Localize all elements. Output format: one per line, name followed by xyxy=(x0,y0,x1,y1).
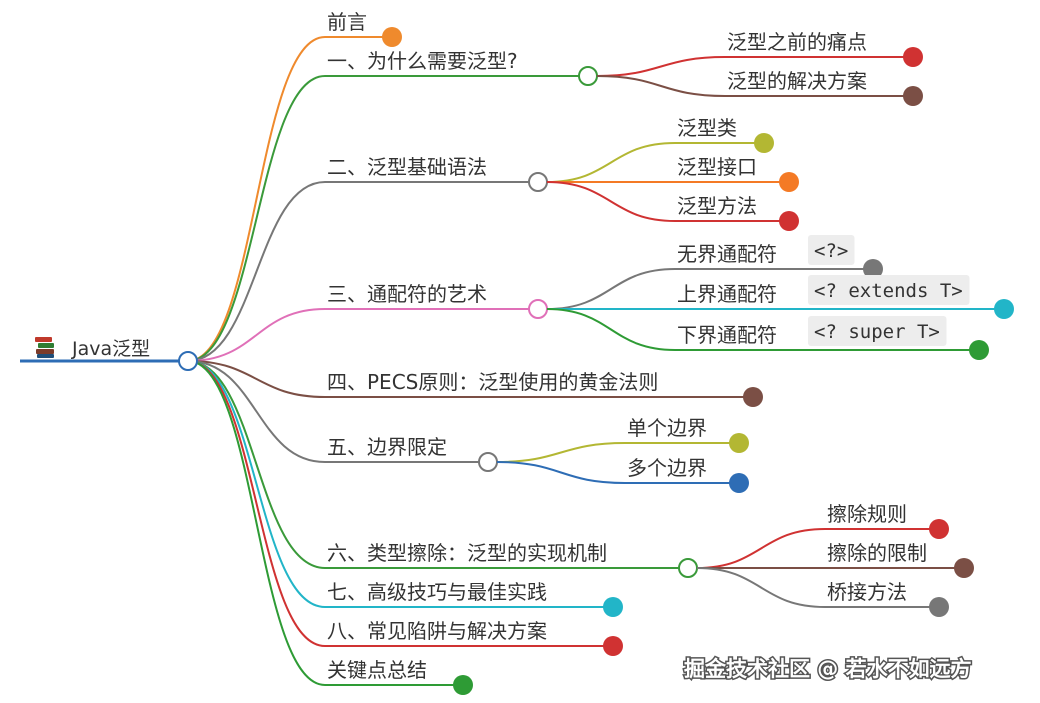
branch-9-dot[interactable] xyxy=(603,636,623,656)
branch-4-child-3-connector xyxy=(546,308,676,351)
branch-10-dot[interactable] xyxy=(453,675,473,695)
branch-4-collapse-node[interactable] xyxy=(528,299,548,319)
branch-4-child-2-code-box xyxy=(808,275,970,305)
branch-10-connector xyxy=(187,360,326,686)
branch-3-child-3-dot[interactable] xyxy=(779,211,799,231)
branch-7-child-1-dot[interactable] xyxy=(929,519,949,539)
branch-4-child-1-dot[interactable] xyxy=(863,259,883,279)
branch-7-collapse-node[interactable] xyxy=(678,558,698,578)
branch-3-child-2-dot[interactable] xyxy=(779,172,799,192)
branch-4-child-1-code-box xyxy=(808,235,855,265)
branch-6-child-2-connector xyxy=(496,461,626,484)
branch-6-child-2-dot[interactable] xyxy=(729,473,749,493)
branch-4-child-3-code: <? super T> xyxy=(814,321,940,343)
branch-9-connector xyxy=(187,360,326,647)
branch-2-child-1-label: 泛型之前的痛点 xyxy=(727,30,867,54)
branch-3-collapse-node[interactable] xyxy=(528,172,548,192)
branch-3-child-1-dot[interactable] xyxy=(754,133,774,153)
branch-9-label: 八、常见陷阱与解决方案 xyxy=(327,619,547,643)
branch-2-child-2-connector xyxy=(596,75,726,97)
branch-2-child-1-dot[interactable] xyxy=(903,47,923,67)
branch-7-child-3-connector xyxy=(696,567,826,608)
branch-6-label: 五、边界限定 xyxy=(327,435,447,459)
branch-4-child-3-label: 下界通配符 xyxy=(677,323,777,347)
branch-4-connector xyxy=(187,308,326,362)
branch-3-child-1-label: 泛型类 xyxy=(677,116,737,140)
branch-7-connector xyxy=(187,360,326,569)
watermark: 掘金技术社区 @ 若水不如远方 xyxy=(684,657,972,681)
branch-7-child-2-label: 擦除的限制 xyxy=(827,541,927,565)
branch-4-child-1-label: 无界通配符 xyxy=(677,242,777,266)
branch-5-dot[interactable] xyxy=(743,387,763,407)
branch-6-child-1-label: 单个边界 xyxy=(627,416,707,440)
branch-2-child-1-connector xyxy=(596,56,726,77)
branch-2-connector xyxy=(187,75,326,362)
branch-4-child-3-code-box xyxy=(808,316,947,346)
branch-8-label: 七、高级技巧与最佳实践 xyxy=(327,580,547,604)
branch-8-dot[interactable] xyxy=(603,597,623,617)
root-title: Java泛型 xyxy=(71,338,150,360)
branch-4-child-1-connector xyxy=(546,268,676,310)
branch-7-child-2-dot[interactable] xyxy=(954,558,974,578)
branch-4-label: 三、通配符的艺术 xyxy=(327,282,487,306)
branch-4-child-2-label: 上界通配符 xyxy=(677,282,777,306)
branch-4-child-1-code: <?> xyxy=(814,240,848,262)
branch-6-child-2-label: 多个边界 xyxy=(627,456,707,480)
branch-3-label: 二、泛型基础语法 xyxy=(327,155,487,179)
branch-4-child-3-dot[interactable] xyxy=(969,340,989,360)
branch-6-child-1-dot[interactable] xyxy=(729,433,749,453)
branch-1-dot[interactable] xyxy=(382,27,402,47)
branch-7-child-1-connector xyxy=(696,528,826,569)
books-icon xyxy=(35,337,54,358)
branch-4-child-2-dot[interactable] xyxy=(994,299,1014,319)
branch-10-label: 关键点总结 xyxy=(327,658,427,682)
branch-5-label: 四、PECS原则：泛型使用的黄金法则 xyxy=(327,370,658,394)
branch-3-child-3-label: 泛型方法 xyxy=(677,194,757,218)
branch-1-connector xyxy=(187,36,326,362)
branch-6-collapse-node[interactable] xyxy=(478,452,498,472)
branch-1-label: 前言 xyxy=(327,10,367,34)
branch-7-child-3-label: 桥接方法 xyxy=(827,580,907,604)
root-collapse-node[interactable] xyxy=(178,351,198,371)
branch-2-label: 一、为什么需要泛型? xyxy=(327,49,518,73)
branch-3-connector xyxy=(187,181,326,362)
branch-7-child-3-dot[interactable] xyxy=(929,597,949,617)
branch-2-collapse-node[interactable] xyxy=(578,66,598,86)
branch-6-connector xyxy=(187,360,326,463)
branch-7-label: 六、类型擦除：泛型的实现机制 xyxy=(327,541,607,565)
branch-3-child-2-label: 泛型接口 xyxy=(677,155,757,179)
branch-7-child-1-label: 擦除规则 xyxy=(827,502,907,526)
branch-2-child-2-label: 泛型的解决方案 xyxy=(727,69,867,93)
branch-3-child-1-connector xyxy=(546,142,676,183)
branch-5-connector xyxy=(187,360,326,398)
branch-4-child-2-code: <? extends T> xyxy=(814,280,963,302)
branch-8-connector xyxy=(187,360,326,608)
branch-2-child-2-dot[interactable] xyxy=(903,86,923,106)
branch-3-child-3-connector xyxy=(546,181,676,222)
branch-6-child-1-connector xyxy=(496,442,626,463)
